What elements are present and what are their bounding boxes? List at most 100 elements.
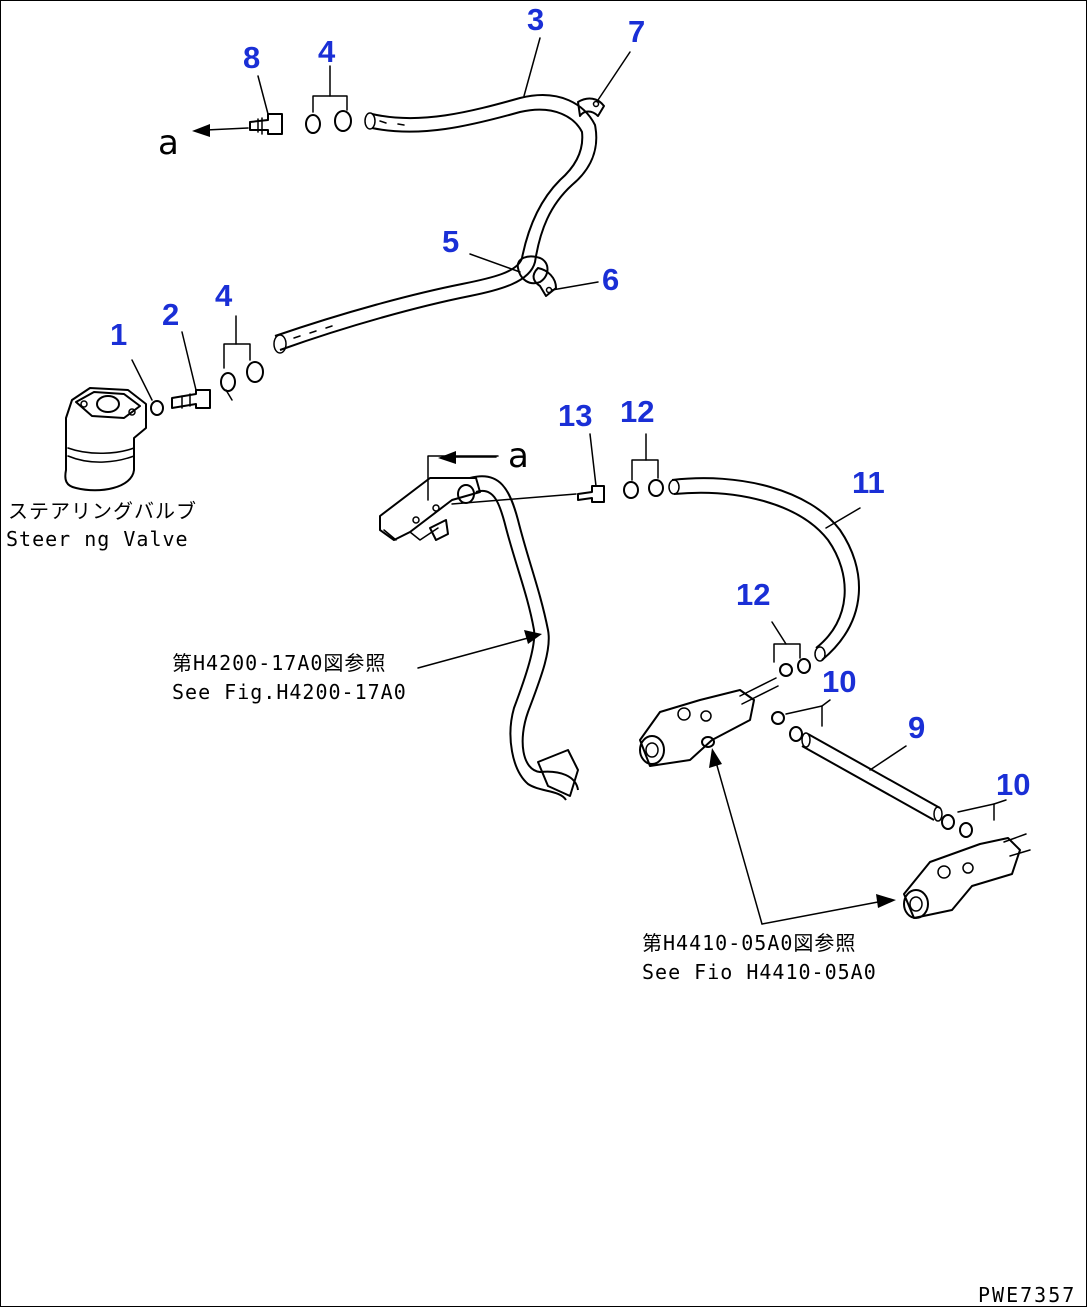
clamp-10-lower-bracket	[957, 803, 995, 821]
valve-assembly	[639, 621, 1031, 919]
hose-9	[807, 733, 941, 809]
bracket-pipe-assembly	[379, 475, 579, 801]
clamp-7	[577, 97, 605, 117]
steering-valve-port	[96, 395, 120, 413]
clamp-4-upper-bracket	[312, 95, 348, 113]
valve-upper-bottom-port	[701, 736, 715, 748]
valve-lower-stem	[1003, 833, 1031, 857]
callout-12-lower: 12	[736, 577, 770, 612]
hose-9-inner	[801, 745, 935, 821]
arrow-center-bracket	[427, 455, 499, 501]
callout-8-leader	[257, 75, 269, 115]
callout-1: 1	[110, 317, 127, 352]
valve-upper-cap-inner	[645, 742, 659, 758]
fitting-8	[249, 113, 283, 135]
callout-12-lower-leader	[771, 621, 787, 645]
callout-9: 9	[908, 710, 925, 745]
clamp-12-upper-bracket	[631, 459, 659, 481]
arrow-center-letter: a	[508, 436, 529, 476]
callout-4-lower: 4	[215, 278, 233, 313]
arrow-left-letter: a	[158, 123, 179, 163]
clamp-10-lower-a	[941, 814, 955, 830]
ref-h4410-line-a	[715, 761, 763, 925]
clamp-12-lower-a	[779, 663, 793, 677]
valve-upper-cap	[639, 735, 665, 765]
callout-11-leader	[825, 507, 861, 529]
clamp-12-lower-b	[797, 658, 811, 674]
bracket-hole-a	[412, 516, 420, 524]
clamp-10-lower-b	[959, 822, 973, 838]
arrow-left-line	[205, 127, 249, 131]
fitting-13	[577, 485, 605, 503]
valve-lower-port-b	[962, 862, 974, 874]
hose-3-end-lower	[273, 334, 287, 354]
pipe-h4200-inner	[475, 489, 567, 801]
callout-7: 7	[628, 14, 645, 49]
callout-9-leader	[869, 745, 907, 771]
callout-1-leader	[131, 359, 153, 401]
clamp-6-hole	[545, 286, 553, 294]
ref-h4410-label-en: See Fio H4410-05A0	[642, 960, 877, 984]
callout-13-leader	[589, 433, 597, 487]
clamp-4-upper-a	[305, 114, 321, 134]
arrow-left-head	[192, 124, 210, 137]
reference-arrows	[417, 630, 896, 925]
steering-valve-assembly	[64, 315, 264, 492]
callout-3: 3	[527, 2, 544, 37]
valve-upper-port-a	[677, 707, 691, 721]
callout-10-upper: 10	[822, 664, 856, 699]
callout-7-leader	[597, 51, 631, 101]
callout-10-lower-leader	[993, 799, 1007, 805]
drawing-code: PWE7357	[978, 1283, 1076, 1307]
callout-5-leader	[469, 253, 521, 273]
clamp-4-lower-a	[220, 372, 236, 392]
steering-valve-label-jp: ステアリングバルブ	[8, 499, 197, 523]
hose-11-end-bottom	[814, 646, 826, 662]
valve-lower-body	[903, 837, 1021, 919]
pipe-h4200-bracket	[537, 749, 579, 797]
arrow-ref-left: a	[158, 123, 249, 163]
steering-valve-shading	[67, 447, 135, 463]
clamp-4-lower-bracket	[223, 343, 251, 369]
clamp-12-upper-a	[623, 481, 639, 499]
clamp-10-upper-b	[789, 726, 803, 742]
hose-9-end-b	[933, 806, 943, 822]
grommet-5	[516, 255, 549, 285]
steering-valve-body	[64, 387, 147, 492]
hose-11-end-top	[668, 479, 680, 495]
valve-lower-cap-inner	[909, 896, 923, 912]
steering-valve-label-en: Steer ng Valve	[6, 527, 189, 551]
callout-6: 6	[602, 262, 619, 297]
clamp-6	[532, 267, 557, 297]
bracket-to-13-line	[451, 493, 577, 505]
callout-10-lower: 10	[996, 767, 1030, 802]
ref-h4200-line	[417, 637, 529, 669]
clamp-7-hole	[592, 100, 600, 108]
clamp-4-lower-a-tab	[225, 389, 233, 401]
hose-3-end-upper	[364, 112, 376, 130]
steering-valve-bolt-a	[80, 400, 88, 408]
ref-h4410-head-a	[709, 748, 722, 768]
ref-h4200-label-jp: 第H4200-17A0図参照	[172, 651, 386, 675]
callout-8: 8	[243, 40, 260, 75]
valve-lower-cap	[903, 889, 929, 919]
fitting-2-hex	[181, 393, 191, 409]
fitting-8-hex	[257, 117, 263, 135]
clamp-12-upper-b	[648, 479, 664, 497]
hose-3	[279, 94, 598, 351]
hose-11	[671, 477, 860, 661]
bracket-hole-b	[432, 504, 440, 512]
clamp-4-lower-b	[246, 361, 264, 383]
arrow-ref-center: a	[427, 436, 529, 501]
ref-h4200-head	[524, 630, 542, 644]
ref-h4410-head-b	[876, 894, 896, 908]
ref-h4410-label-jp: 第H4410-05A0図参照	[642, 931, 856, 955]
valve-lower-port-a	[937, 865, 951, 879]
callout-10-upper-leader	[821, 699, 831, 707]
hose-3-inner	[274, 108, 584, 337]
hose-11-assembly	[577, 433, 861, 662]
clamp-10-upper-bracket	[785, 705, 823, 727]
valve-upper-port-b	[700, 710, 712, 722]
